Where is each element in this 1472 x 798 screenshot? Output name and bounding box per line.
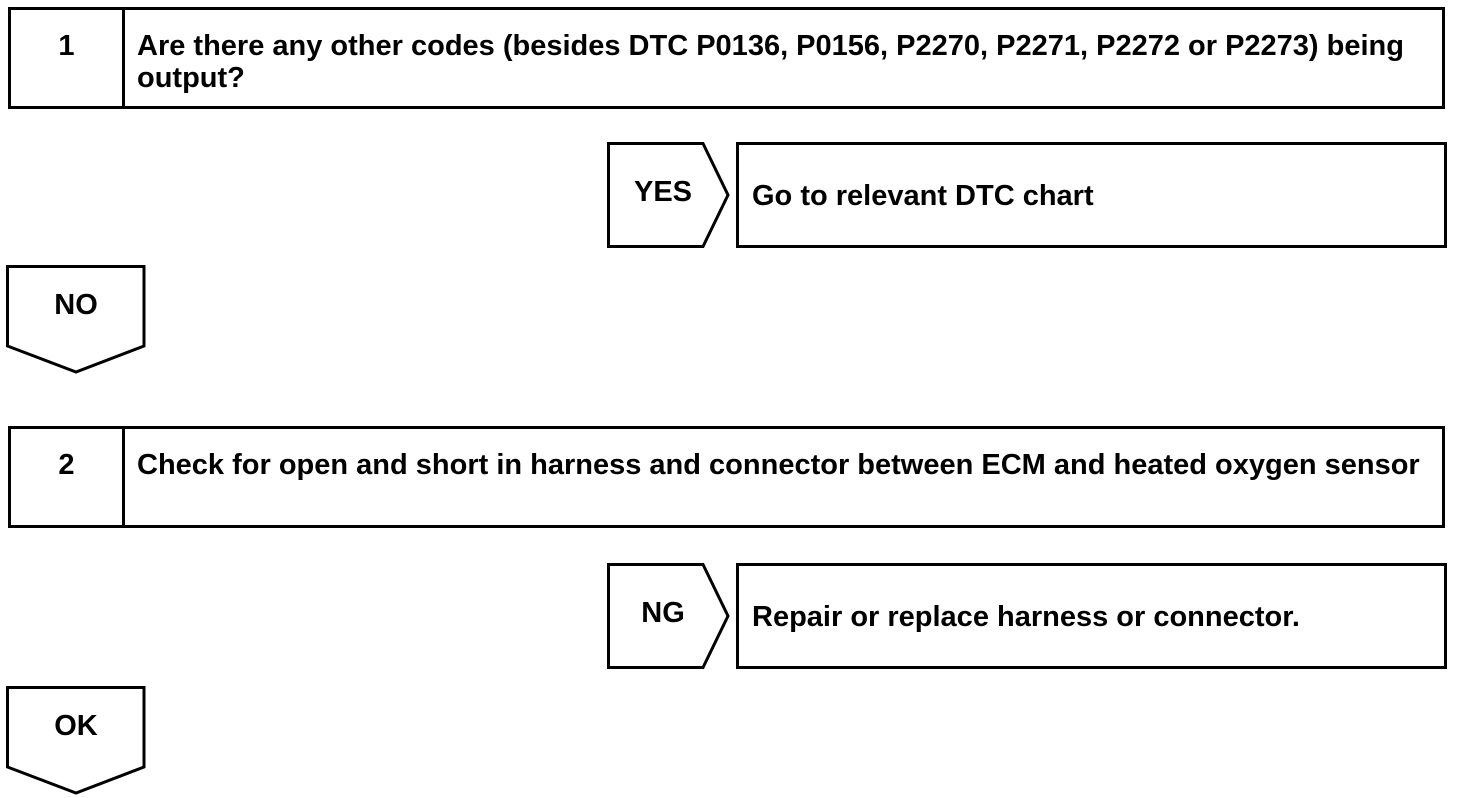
step-2-ng-result: Repair or replace harness or connector. bbox=[736, 563, 1447, 669]
step-2-instruction: Check for open and short in harness and … bbox=[137, 449, 1420, 481]
yes-arrow-shape bbox=[607, 142, 730, 248]
no-arrow-shape bbox=[6, 265, 146, 374]
yes-label: YES bbox=[633, 176, 693, 208]
no-label: NO bbox=[54, 289, 98, 321]
step-1-number: 1 bbox=[11, 10, 125, 106]
ng-label: NG bbox=[641, 597, 685, 629]
step-1-yes-branch: YES bbox=[607, 142, 731, 248]
step-1-no-connector: NO bbox=[6, 265, 146, 375]
step-2-ng-branch: NG bbox=[607, 563, 731, 669]
step-2-number: 2 bbox=[11, 429, 125, 525]
step-1-box: 1 Are there any other codes (besides DTC… bbox=[8, 7, 1445, 109]
ng-arrow-shape bbox=[607, 563, 730, 669]
ok-arrow-shape bbox=[6, 686, 146, 795]
step-1-question: Are there any other codes (besides DTC P… bbox=[137, 30, 1404, 94]
step-2-box: 2 Check for open and short in harness an… bbox=[8, 426, 1445, 528]
step-2-ok-connector: OK bbox=[6, 686, 146, 796]
ok-label: OK bbox=[54, 710, 98, 742]
step-1-yes-result: Go to relevant DTC chart bbox=[736, 142, 1447, 248]
